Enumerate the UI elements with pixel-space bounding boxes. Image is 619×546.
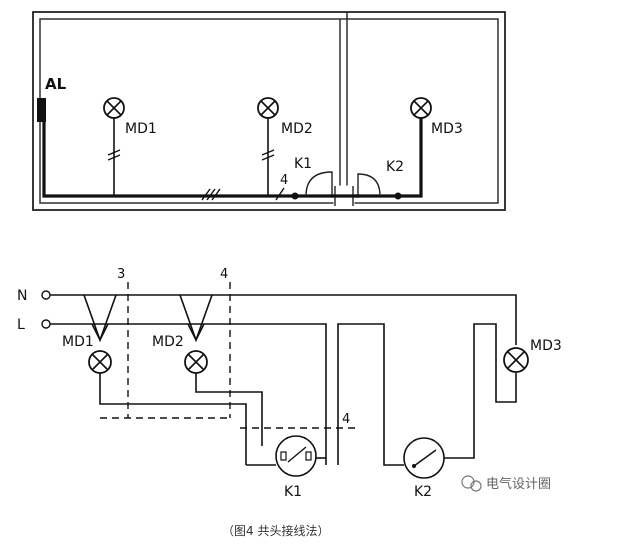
door-swing [357, 173, 381, 197]
lamp-md2-loop [187, 323, 205, 342]
wire-count-ticks [107, 149, 121, 161]
floor-plan: AL MD1 MD2 [32, 11, 506, 211]
terminal-l-label: L [17, 317, 25, 333]
terminal-l [41, 319, 51, 329]
main-wiring-run [396, 118, 423, 198]
watermark: 电气设计圈 [461, 475, 551, 492]
junction-4b-label: 4 [342, 412, 350, 427]
main-wiring-run [42, 122, 296, 198]
switch-k1-contact [305, 451, 312, 461]
switch-k1-contact [280, 451, 287, 461]
schematic-lamp-md2-label: MD2 [152, 334, 184, 350]
lamp-md1-label: MD1 [125, 121, 157, 137]
switch-k2-return [444, 323, 517, 459]
lamp-md3 [410, 97, 432, 119]
lamp-md2 [257, 97, 279, 119]
wire-count-ticks [201, 188, 221, 201]
watermark-text: 电气设计圈 [486, 476, 551, 492]
switch-k1-label: K1 [294, 156, 312, 172]
figure-caption: （图4 共头接线法） [222, 523, 329, 538]
distribution-panel [37, 98, 46, 122]
switch-k2-blade [413, 449, 437, 467]
schematic-lamp-md3 [503, 347, 529, 373]
switch-k1-blade [287, 446, 307, 463]
panel-label: AL [45, 75, 67, 93]
schematic-switch-k2-label: K2 [414, 484, 432, 500]
building-outer-wall [32, 11, 506, 211]
schematic-lamp-md2 [184, 350, 208, 374]
terminal-n [41, 290, 51, 300]
lamp-md2-return [195, 373, 263, 446]
schematic-switch-k1-label: K1 [284, 484, 302, 500]
door-swing [305, 171, 333, 197]
junction-3-label: 3 [117, 267, 125, 282]
wire-count-ticks [275, 187, 285, 201]
wire-count-label: 4 [280, 173, 288, 188]
switch-k2-contact [412, 464, 416, 468]
schematic-lamp-md1 [88, 350, 112, 374]
lamp-md1 [103, 97, 125, 119]
neutral-wire [50, 294, 517, 345]
live-wire [50, 323, 327, 465]
switch-k1 [291, 192, 299, 200]
lamp-md1-loop [91, 323, 109, 342]
schematic: N L MD1 MD2 3 4 [17, 267, 562, 500]
schematic-lamp-md3-label: MD3 [530, 338, 562, 354]
switch-k2-label: K2 [386, 159, 404, 175]
wechat-icon [470, 480, 482, 492]
wire-count-ticks [261, 149, 275, 161]
terminal-n-label: N [17, 288, 27, 304]
schematic-lamp-md1-label: MD1 [62, 334, 94, 350]
junction-4-label: 4 [220, 267, 228, 282]
lamp-md1-return [99, 373, 247, 465]
lamp-md3-label: MD3 [431, 121, 463, 137]
lamp-md2-loop [179, 294, 213, 343]
switch-link-wire [337, 323, 404, 466]
lamp-md2-label: MD2 [281, 121, 313, 137]
